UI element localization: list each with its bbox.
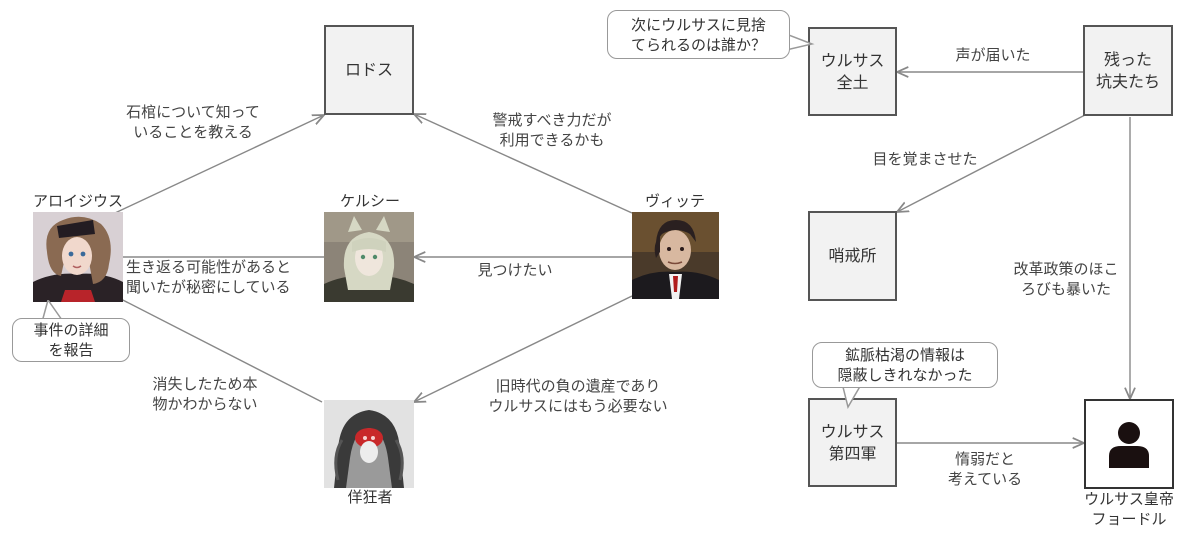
name-emperor: ウルサス皇帝 フョードル [1084,490,1174,528]
portrait-witte-icon [632,212,719,299]
label-aloysius-kaltsit: 生き返る可能性があると 聞いたが秘密にしている [126,258,292,296]
label-witte-kaltsit: 見つけたい [477,261,553,279]
name-witte: ヴィッテ [644,192,705,210]
bubble-fourth-army: 鉱脈枯渇の情報は 隠蔽しきれなかった [812,342,998,388]
edge-aloysius-rhodes [114,115,324,214]
label-witte-rhodes: 警戒すべき力だが 利用できるかも [492,111,612,149]
edge-witte-feigner [414,295,633,402]
edge-miners-outpost [897,114,1086,212]
node-rhodes: ロドス [324,25,414,115]
node-ursus-all: ウルサス 全土 [808,27,897,116]
label-aloysius-feigner: 消失したため本 物かわからない [152,375,258,413]
edge-aloysius-feigner [114,295,323,403]
node-outpost: 哨戒所 [808,211,897,301]
node-fourth-army: ウルサス 第四軍 [808,398,897,487]
portrait-aloysius-icon [33,212,123,302]
label-miners-emperor: 改革政策のほこ ろびも暴いた [1013,260,1119,298]
bubble-aloysius: 事件の詳細 を報告 [12,318,130,362]
name-feigner: 佯狂者 [347,488,393,506]
edge-witte-rhodes [414,114,633,214]
bubble-ursus-all: 次にウルサスに見捨 てられるのは誰か？ [607,10,790,59]
node-miners: 残った 坑夫たち [1083,25,1173,116]
bubble-tail-ursus [786,33,815,51]
bubble-tail-aloysius [41,300,63,323]
label-witte-feigner: 旧時代の負の遺産であり ウルサスにはもう必要ない [488,377,668,415]
portrait-kaltsit-icon [324,212,414,302]
label-army-emperor: 惰弱だと 考えている [947,450,1023,488]
portrait-feigner-icon [324,400,414,488]
person-icon [1109,422,1149,468]
node-emperor [1084,399,1174,489]
label-aloysius-rhodes: 石棺について知って いることを教える [126,103,260,141]
label-miners-ursus: 声が届いた [955,46,1031,64]
label-miners-outpost: 目を覚まさせた [872,150,978,168]
bubble-tail-army [841,383,863,409]
name-aloysius: アロイジウス [32,192,123,210]
name-kaltsit: ケルシー [339,192,400,210]
